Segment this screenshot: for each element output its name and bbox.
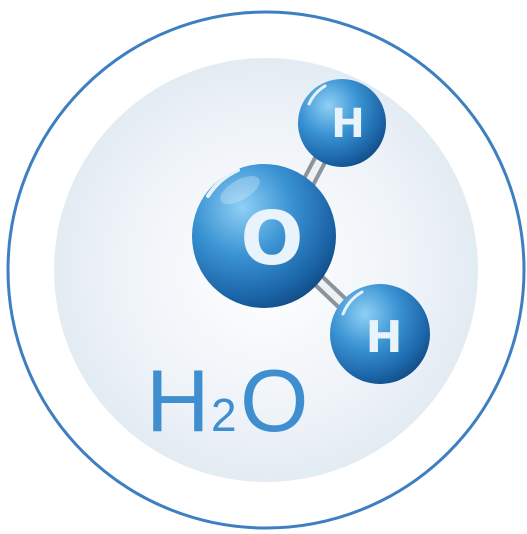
formula-subscript: 2	[211, 389, 237, 441]
oxygen-label: O	[241, 196, 304, 282]
hydrogen-atom-bottom: H	[330, 284, 430, 384]
formula-o: O	[240, 351, 308, 450]
hydrogen-bottom-label: H	[366, 312, 403, 363]
oxygen-atom: O	[192, 164, 336, 308]
hydrogen-atom-top: H	[298, 79, 386, 167]
formula-h: H	[146, 351, 210, 450]
hydrogen-top-label: H	[331, 101, 364, 147]
formula-text: H 2 O	[146, 351, 308, 450]
